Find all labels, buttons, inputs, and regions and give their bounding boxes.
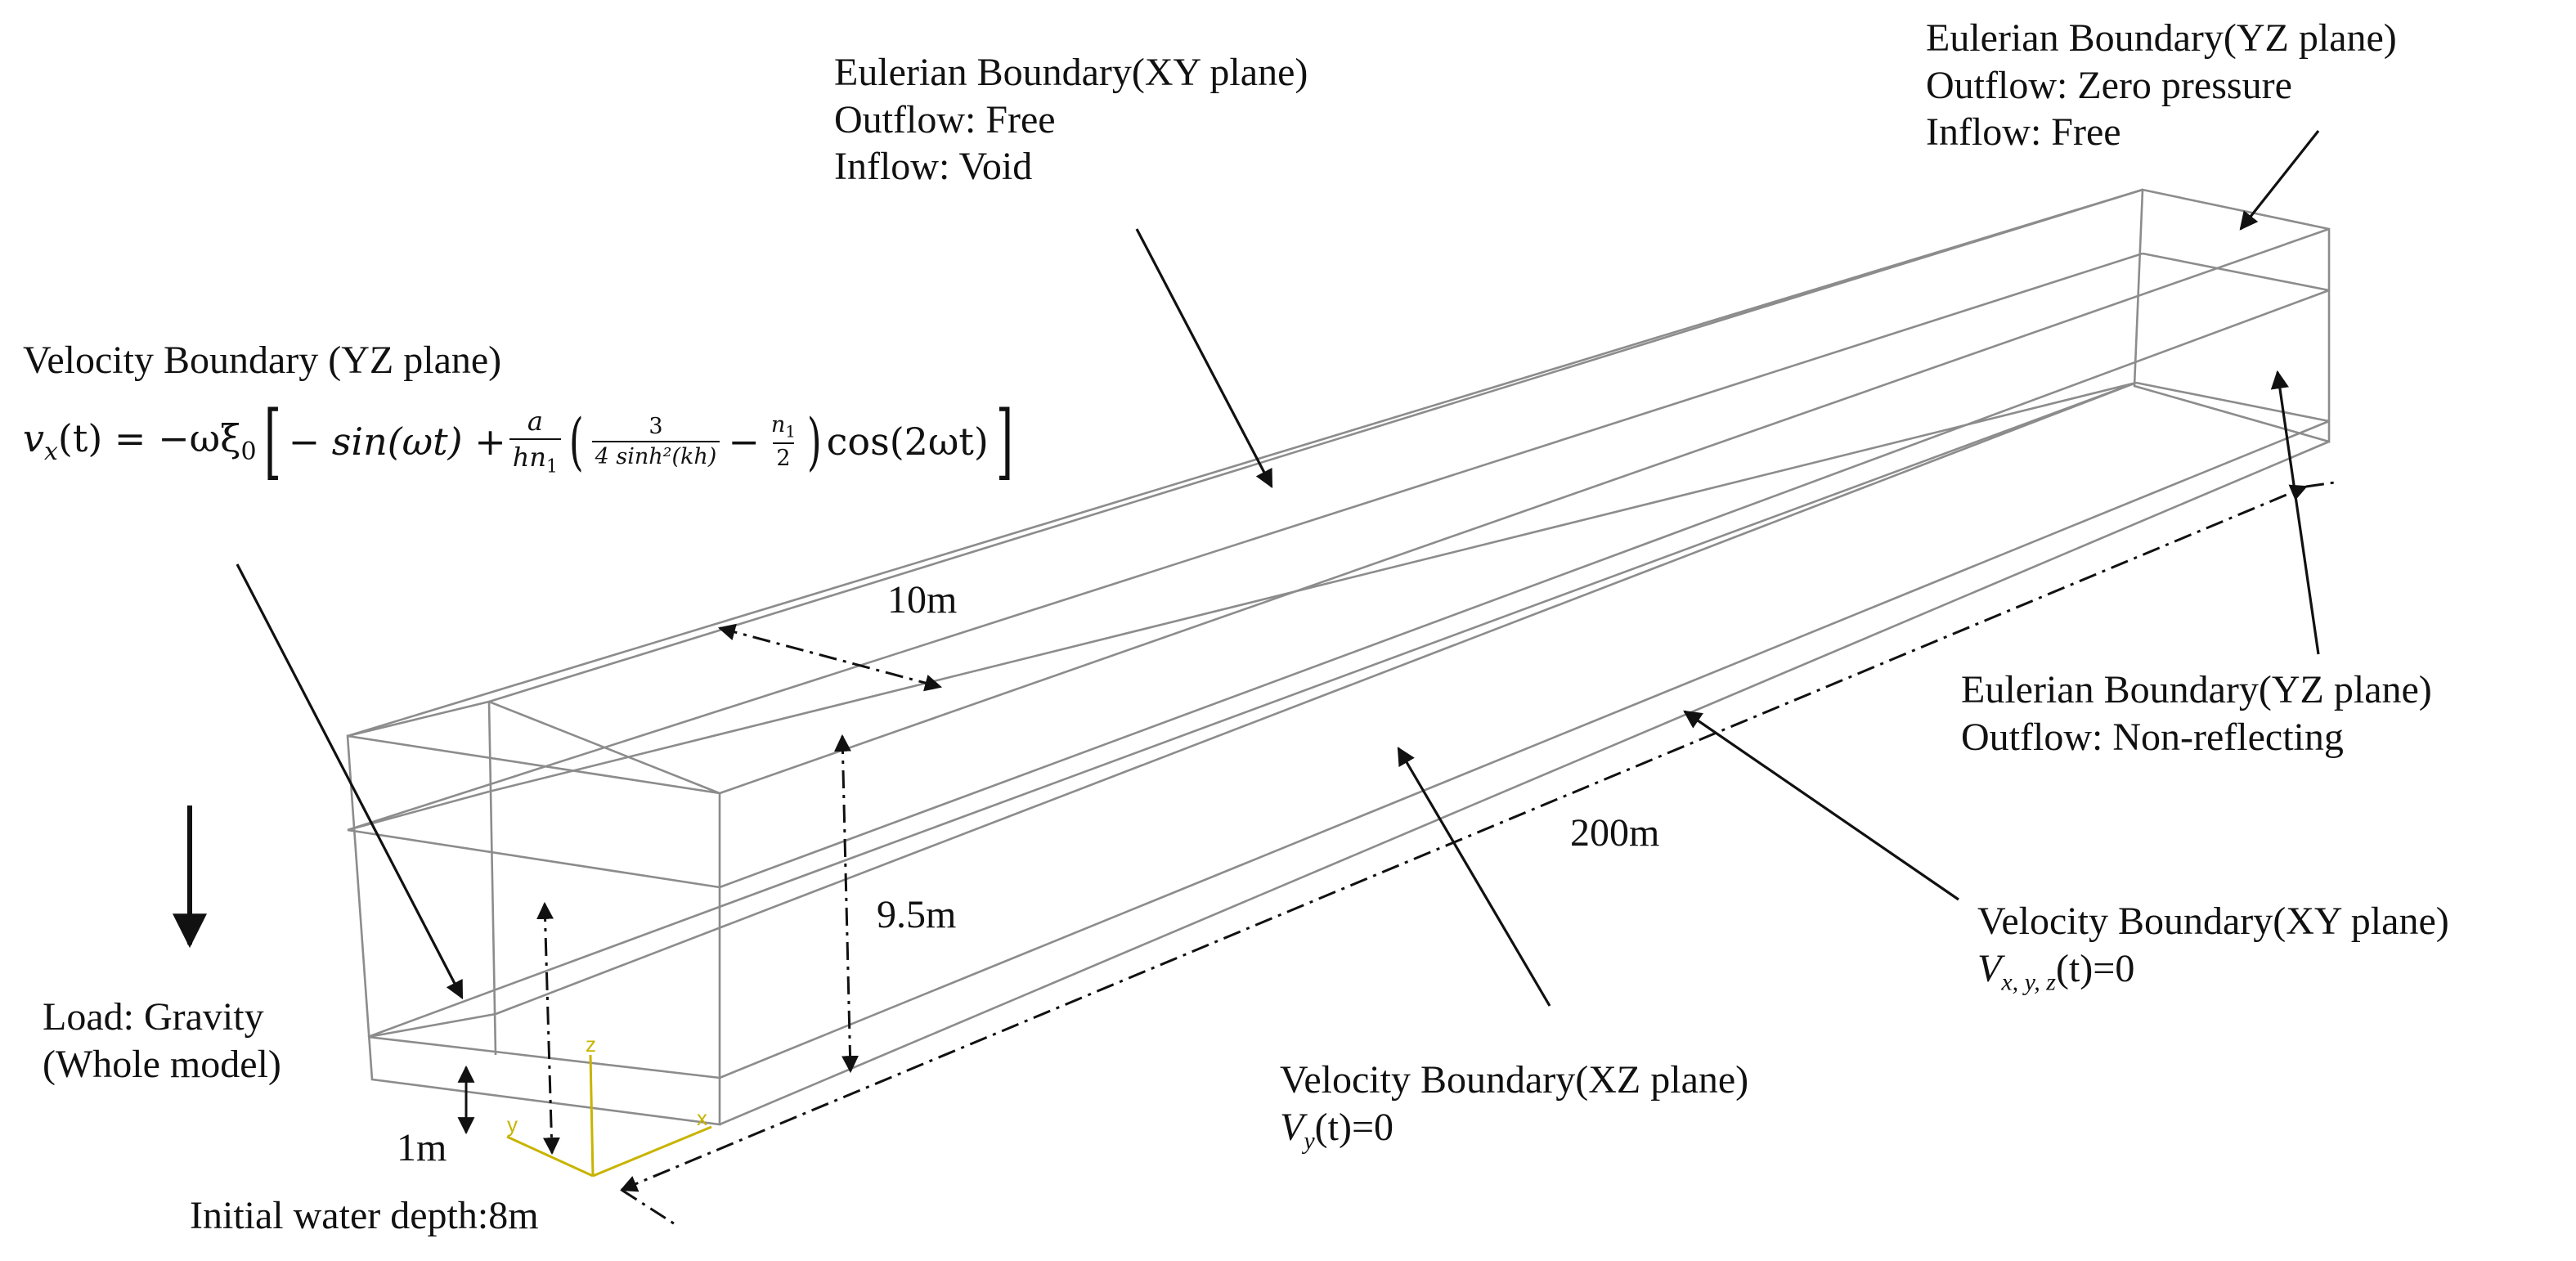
- front-face: [346, 734, 721, 1126]
- formula-paren-open: (: [568, 405, 584, 478]
- leader-yz-right: [2270, 370, 2320, 655]
- leader-yz-top-right: [2239, 130, 2320, 231]
- formula-frac-n: n1 2: [770, 411, 796, 472]
- far-face: [2133, 188, 2331, 443]
- formula-term1: − sin(ωt) +: [288, 420, 506, 464]
- dim-depth-label: 1m: [397, 1126, 447, 1169]
- label-line: Outflow: Zero pressure: [1926, 63, 2292, 107]
- label-velocity-yz: Velocity Boundary (YZ plane): [23, 339, 502, 382]
- leader-velocity-yz: [236, 563, 464, 999]
- coordinate-axes: [506, 1054, 712, 1178]
- height-dim: [833, 734, 859, 1074]
- length-dim: [620, 484, 2308, 1192]
- label-water-depth: Initial water depth:8m: [190, 1194, 539, 1237]
- formula-frac-3: 3 4 sinh²(kh): [591, 414, 720, 469]
- label-eulerian-xy: Eulerian Boundary(XY plane) Outflow: Fre…: [834, 49, 1308, 191]
- label-value: Vx, y, z(t)=0: [1977, 946, 2135, 996]
- label-velocity-xz: Velocity Boundary(XZ plane) Vy(t)=0: [1280, 1057, 1748, 1156]
- dimension-lines: [536, 481, 2336, 1228]
- label-value: Vy(t)=0: [1280, 1105, 1394, 1155]
- axis-x-label: x: [697, 1106, 707, 1130]
- leader-velocity-xy: [1683, 710, 1959, 901]
- label-line: Outflow: Free: [834, 97, 1056, 141]
- formula-bracket-open: [: [263, 393, 281, 489]
- axis-y-label: y: [507, 1112, 518, 1137]
- label-line: Outflow: Non-reflecting: [1961, 715, 2344, 759]
- label-line: Inflow: Free: [1926, 110, 2121, 155]
- width-dim: [717, 623, 943, 692]
- label-title: Eulerian Boundary(YZ plane): [1961, 668, 2432, 711]
- label-title: Eulerian Boundary(YZ plane): [1926, 16, 2397, 60]
- water-depth-dim: [536, 901, 560, 1156]
- formula-frac-a: a hn1: [509, 406, 561, 478]
- formula-tail: cos(2ωt): [826, 420, 989, 464]
- dim-length-label: 200m: [1570, 811, 1660, 855]
- label-line: Load: Gravity: [43, 995, 264, 1039]
- label-title: Velocity Boundary(XY plane): [1977, 900, 2449, 943]
- label-velocity-xy: Velocity Boundary(XY plane) Vx, y, z(t)=…: [1977, 898, 2449, 997]
- formula-paren-close: ): [806, 405, 822, 478]
- leader-velocity-xz: [1397, 747, 1551, 1007]
- leader-xy-top: [1135, 228, 1273, 488]
- velocity-formula: vx(t) = −ωξ0 [ − sin(ωt) + a hn1 ( 3 4 s…: [23, 384, 1021, 499]
- label-eulerian-yz-top: Eulerian Boundary(YZ plane) Outflow: Zer…: [1926, 15, 2397, 156]
- formula-minus: −: [728, 420, 760, 464]
- label-eulerian-yz-right: Eulerian Boundary(YZ plane) Outflow: Non…: [1961, 666, 2432, 761]
- dim-width-label: 10m: [887, 578, 958, 622]
- axis-z-label: z: [586, 1032, 596, 1057]
- dim-height-label: 9.5m: [877, 893, 957, 936]
- bottom-front-edge: [719, 440, 2330, 1126]
- formula-lhs: vx(t) = −ωξ0: [23, 416, 257, 467]
- label-title: Velocity Boundary(XZ plane): [1280, 1058, 1749, 1102]
- label-load: Load: Gravity (Whole model): [43, 994, 281, 1088]
- label-line: Inflow: Void: [834, 145, 1033, 189]
- label-line: (Whole model): [43, 1042, 281, 1086]
- leader-arrows: [236, 130, 2320, 1007]
- formula-bracket-close: ]: [995, 393, 1014, 489]
- label-title: Eulerian Boundary(XY plane): [834, 51, 1308, 94]
